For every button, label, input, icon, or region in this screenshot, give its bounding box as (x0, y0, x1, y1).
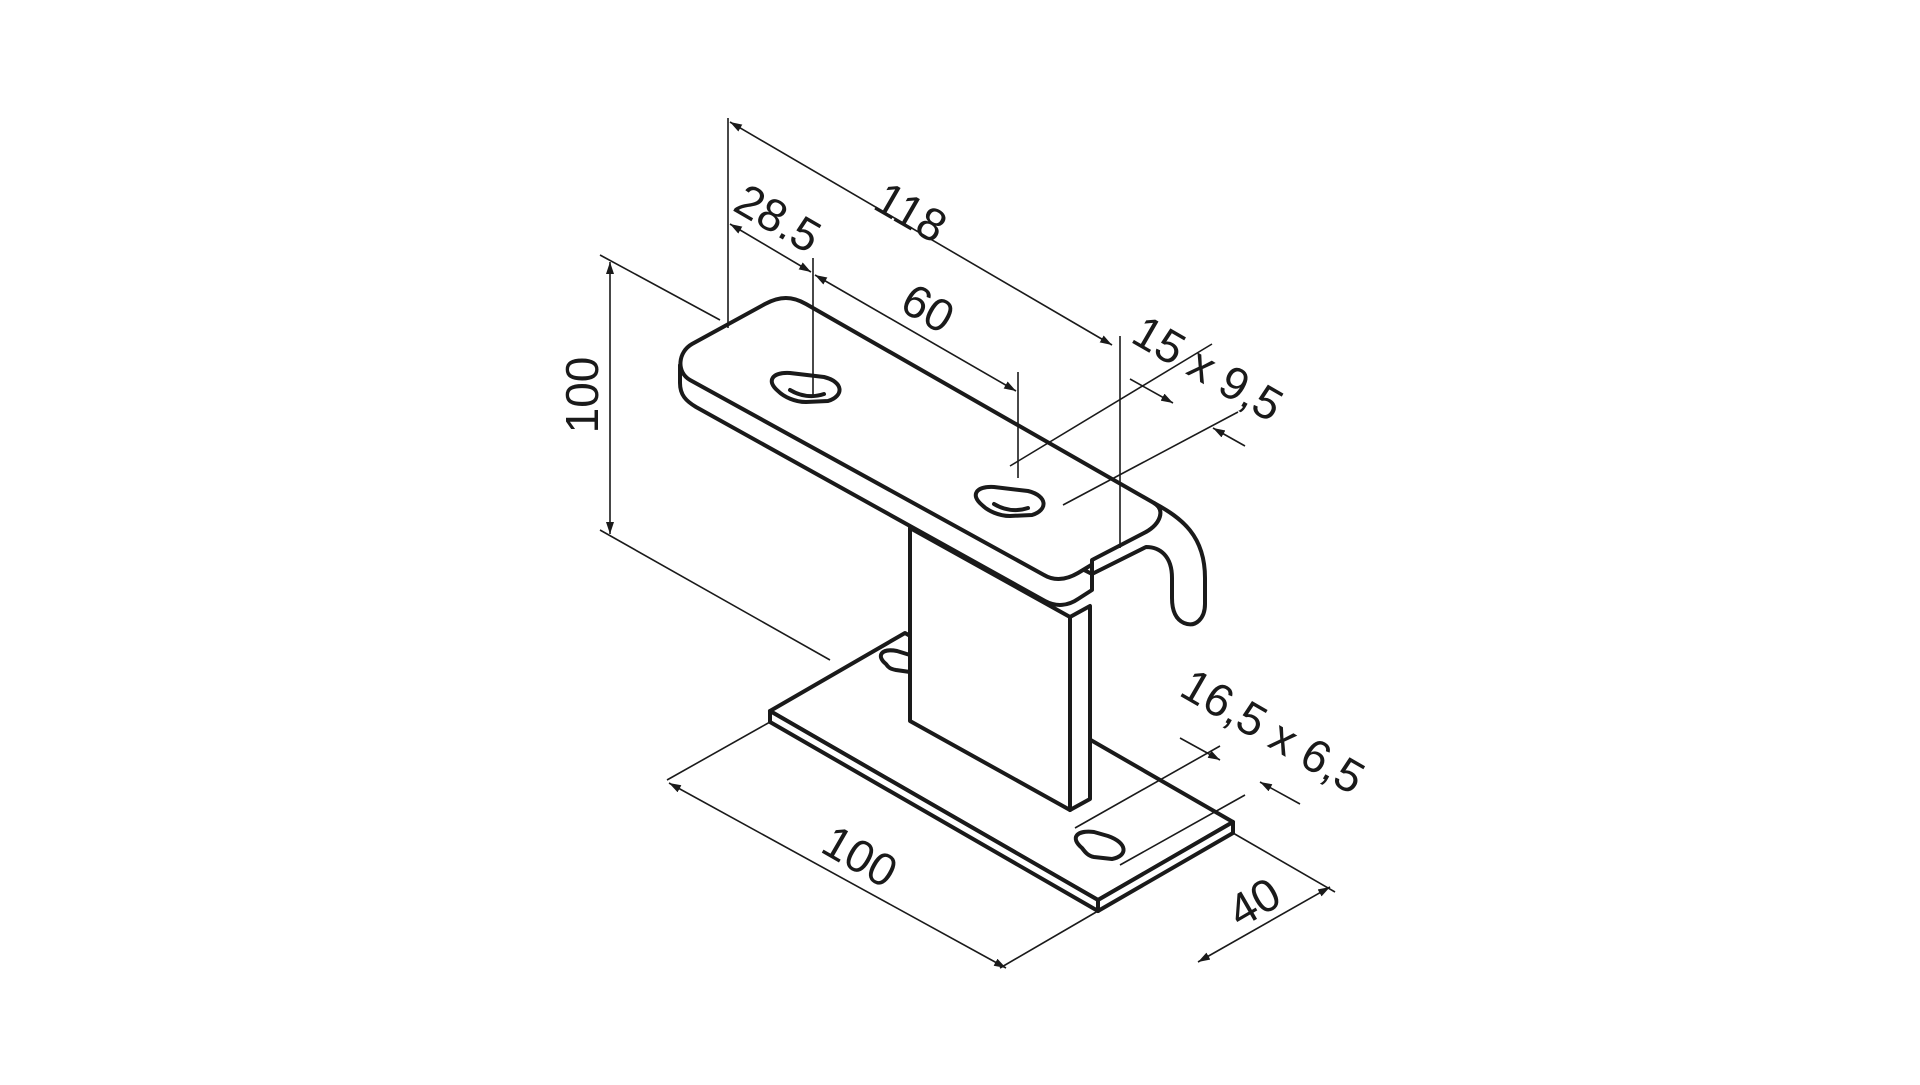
dim-top-slot-label: 15 x 9,5 (1124, 305, 1292, 432)
vertical-web (908, 526, 1092, 812)
dim-base-length-label: 100 (814, 814, 906, 897)
dim-overall-length-label: 118 (866, 171, 956, 253)
dim-base-width: 40 (1197, 867, 1331, 963)
dim-hole-offset-label: 28.5 (726, 173, 830, 263)
dim-hole-offset: 28.5 (726, 173, 830, 273)
top-flange (678, 296, 1207, 627)
dim-top-slot: 15 x 9,5 (1124, 305, 1292, 447)
dim-hole-spacing-label: 60 (893, 273, 963, 344)
dim-height-label: 100 (556, 357, 608, 434)
dim-height: 100 (556, 262, 614, 534)
dim-base-slot-label: 16,5 x 6,5 (1173, 658, 1374, 804)
dim-base-slot: 16,5 x 6,5 (1173, 658, 1374, 805)
base-slot-front (1073, 829, 1126, 861)
dim-base-width-label: 40 (1219, 867, 1289, 938)
